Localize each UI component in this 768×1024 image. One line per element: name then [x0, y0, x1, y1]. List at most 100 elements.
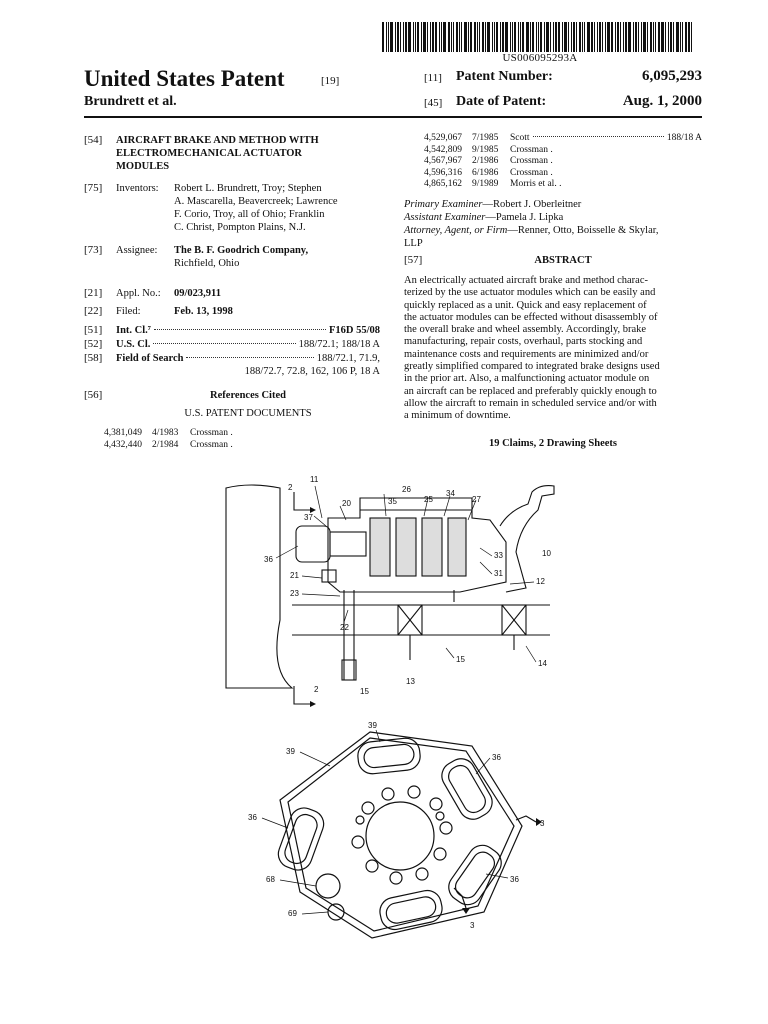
barcode-bar [518, 22, 519, 52]
ref-label-15b: 15 [360, 687, 369, 696]
ref-label-34: 34 [446, 489, 455, 498]
barcode-bar [602, 22, 603, 52]
barcode-bar [617, 22, 619, 52]
barcode-bar [397, 22, 399, 52]
intcl-value: F16D 55/08 [328, 325, 380, 336]
barcode-bar [456, 22, 458, 52]
ref-label-12: 12 [536, 577, 545, 586]
intcl-label: Int. Cl.⁷ [116, 325, 151, 336]
ref-number: 4,542,809 [424, 144, 462, 155]
claims-summary: 19 Claims, 2 Drawing Sheets [488, 438, 618, 449]
ref-label-39: 39 [368, 721, 377, 730]
ref-number: 4,529,067 [424, 133, 462, 143]
barcode-text: US006095293A [502, 52, 578, 64]
barcode-bar [579, 22, 581, 52]
ref-label-26: 26 [402, 485, 411, 494]
barcode-bar [685, 22, 687, 52]
barcode-bar [658, 22, 660, 52]
refs-title: References Cited [210, 390, 286, 401]
barcode-bar [599, 22, 601, 52]
barcode-bar [485, 22, 486, 52]
ref-number: 4,381,049 [104, 428, 142, 438]
barcode-bar [643, 22, 646, 52]
actuator-slot [379, 889, 443, 931]
barcode-bar [670, 22, 672, 52]
abstract-code: [57] [404, 254, 423, 266]
abstract-line: maintenance costs and requirements are m… [404, 348, 649, 360]
barcode-bar [494, 22, 495, 52]
barcode-bar [641, 22, 642, 52]
barcode-bar [423, 22, 426, 52]
inventors-code: [75] [84, 182, 103, 194]
barcode-bar [682, 22, 683, 52]
barcode-bar [390, 22, 393, 52]
barcode-bar [468, 22, 469, 52]
barcode-bar [544, 22, 545, 52]
figure-1-drawing: 11 2 20 26 34 35 25 27 37 36 33 10 31 12… [225, 475, 555, 707]
barcode-bar [408, 22, 411, 52]
barcode-bar [464, 22, 467, 52]
barcode-bar [417, 22, 419, 52]
reference-row: 4,865,162 9/1989 Morris et al. . [424, 179, 702, 191]
reference-row: 4,381,049 4/1983 Crossman . [104, 428, 304, 440]
barcode-bar [413, 22, 414, 52]
barcode-bar [459, 22, 460, 52]
invention-title: AIRCRAFT BRAKE AND METHOD WITH ELECTROME… [116, 134, 386, 173]
primary-examiner: —Robert J. Oberleitner [482, 199, 582, 210]
ref-number: 4,865,162 [424, 179, 462, 189]
hex-plate [279, 731, 523, 939]
ref-label-13: 13 [406, 677, 415, 686]
barcode-bar [403, 22, 404, 52]
ref-date: 9/1989 [472, 179, 499, 189]
barcode-bar [628, 22, 631, 52]
actuator-slot [448, 844, 502, 906]
ref-label-10: 10 [542, 549, 551, 558]
barcode-bar [477, 22, 478, 52]
center-bore [365, 801, 435, 871]
ref-name: Morris et al. . [510, 179, 562, 189]
barcode-bar [451, 22, 452, 52]
attorney-label: Attorney, Agent, or Firm [404, 225, 508, 236]
ref-label-20: 20 [342, 499, 351, 508]
barcode-bar [520, 22, 521, 52]
barcode-bar [441, 22, 442, 52]
abstract-line: An electrically actuated aircraft brake … [404, 275, 648, 286]
barcode-bar [470, 22, 472, 52]
field-row: Field of Search 188/72.1, 71.9, [116, 352, 380, 365]
barcode-bar [611, 22, 613, 52]
ref-date: 2/1984 [152, 439, 179, 450]
barcode-bar [668, 22, 669, 52]
barcode-bar [650, 22, 652, 52]
barcode-bar [673, 22, 674, 52]
barcode-bar [553, 22, 554, 52]
barcode-bar [510, 22, 511, 52]
ref-label-27: 27 [472, 495, 481, 504]
barcode-bar [676, 22, 679, 52]
actuator-slot [357, 737, 421, 775]
barcode-bar [620, 22, 621, 52]
ref-label-3: 3 [540, 819, 545, 828]
barcode-bar [562, 22, 563, 52]
ref-name: Crossman . [510, 167, 553, 178]
barcode-bar [492, 22, 493, 52]
barcode-bar [623, 22, 624, 52]
country-title: United States Patent [84, 66, 285, 91]
assistant-examiner-label: Assistant Examiner [404, 212, 486, 223]
abstract-line: quickly replaced as a unit. Quick and ea… [404, 299, 647, 311]
barcode-bar [526, 22, 529, 52]
inventor-line: C. Christ, Pompton Plains, N.J. [174, 222, 306, 233]
barcode-bar [584, 22, 585, 52]
barcode-bar [597, 22, 598, 52]
barcode-bar [633, 22, 634, 52]
barcode-bar [555, 22, 557, 52]
intcl-row: Int. Cl.⁷ F16D 55/08 [116, 324, 380, 337]
ref-number: 4,432,440 [104, 439, 142, 450]
refs-subtitle: U.S. PATENT DOCUMENTS [184, 408, 312, 419]
ref-label-25: 25 [424, 495, 433, 504]
barcode-bar [546, 22, 549, 52]
ref-label-37: 37 [304, 513, 313, 522]
abstract-line: allow the aircraft to remain in schedule… [404, 397, 657, 409]
barcode-bar [388, 22, 389, 52]
uscl-row: U.S. Cl. 188/72.1; 188/18 A [116, 338, 380, 351]
abstract-line: an aircraft can be replaced and preferab… [404, 385, 657, 397]
